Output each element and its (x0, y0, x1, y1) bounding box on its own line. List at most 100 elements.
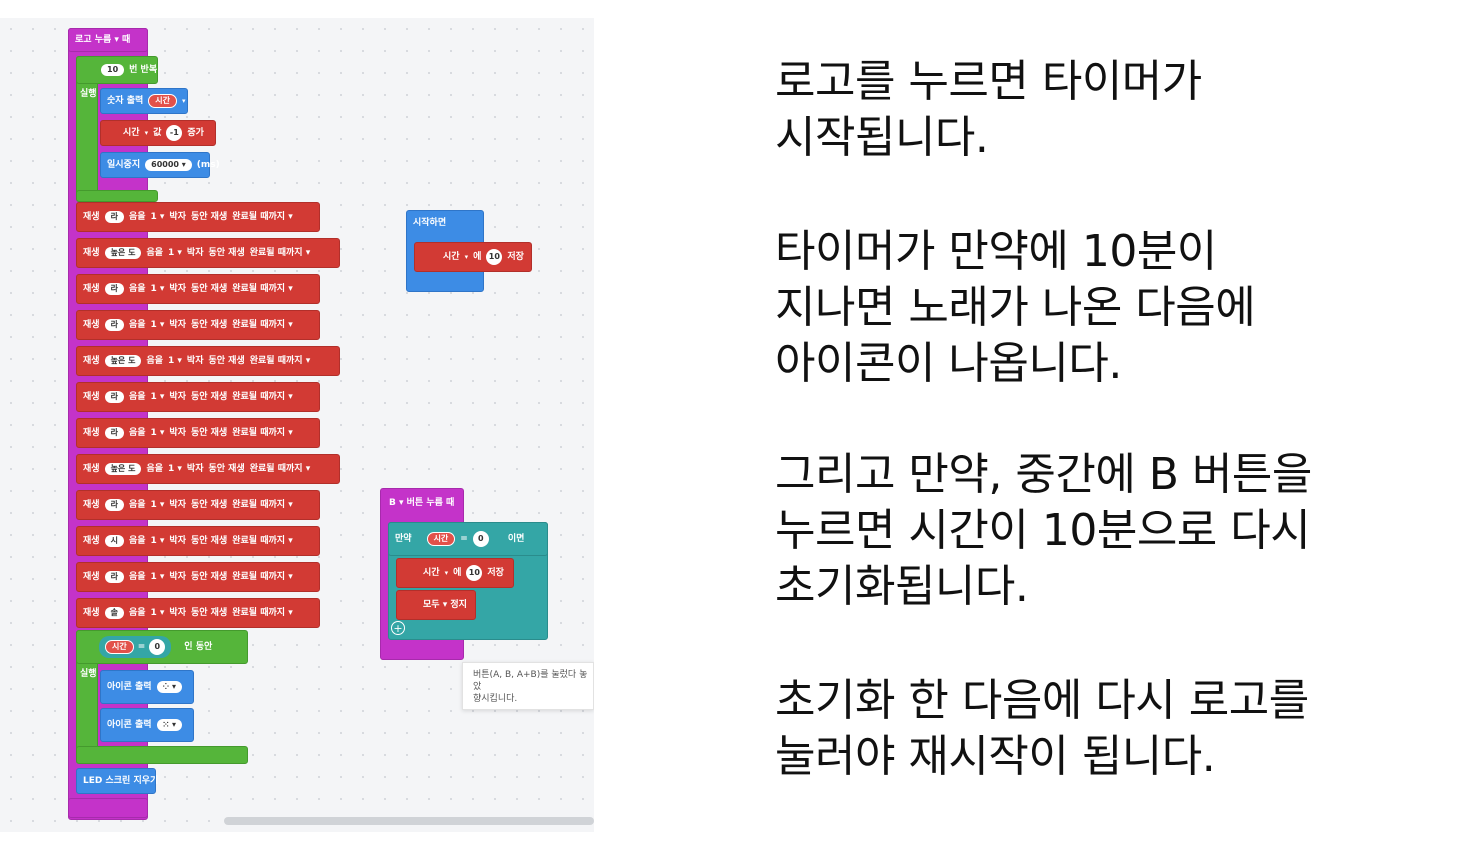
until-done-picker[interactable]: 완료될 때까지 ▾ (249, 247, 311, 258)
tone-label: 음을 (128, 391, 146, 402)
note-picker[interactable]: 솔 (104, 607, 124, 619)
add-else-icon[interactable]: + (391, 621, 405, 635)
while-header[interactable]: 시간 = 0 인 동안 (76, 630, 248, 664)
clear-screen-block[interactable]: LED 스크린 지우기 (76, 768, 158, 794)
beat-label: 박자 (169, 211, 186, 222)
note-picker[interactable]: 라 (104, 391, 124, 403)
change-value[interactable]: -1 (166, 125, 183, 141)
tone-label: 음을 (146, 355, 163, 366)
chevron-down-icon[interactable]: ▾ (444, 568, 449, 577)
note-picker[interactable]: 높은 도 (104, 355, 142, 367)
beat-picker[interactable]: 1 ▾ (150, 499, 165, 510)
pause-block[interactable]: 일시중지 60000 ▾ (ms) (100, 152, 220, 178)
play-label: 재생 (83, 571, 100, 582)
while-value[interactable]: 0 (149, 639, 166, 655)
show-icon-block-2[interactable]: 아이콘 출력 ⁙ ▾ (100, 708, 194, 742)
beat-picker[interactable]: 1 ▾ (150, 535, 165, 546)
chevron-down-icon[interactable]: ▾ (144, 128, 149, 137)
while-variable[interactable]: 시간 (105, 640, 134, 654)
set-value[interactable]: 10 (486, 249, 503, 265)
tone-label: 음을 (128, 571, 146, 582)
if-variable[interactable]: 시간 (426, 532, 456, 546)
set-var-name[interactable]: 시간 (443, 251, 460, 262)
show-number-block[interactable]: 숫자 출력 시간▾ (100, 88, 188, 114)
until-done-picker[interactable]: 완료될 때까지 ▾ (232, 535, 293, 546)
beat-picker[interactable]: 1 ▾ (150, 283, 165, 294)
horizontal-scrollbar[interactable] (224, 817, 594, 825)
until-done-picker[interactable]: 완료될 때까지 ▾ (232, 391, 293, 402)
if-value[interactable]: 0 (472, 531, 489, 547)
repeat-header[interactable]: 10 번 반복 (76, 56, 158, 84)
beat-label: 박자 (186, 355, 204, 366)
note-picker[interactable]: 라 (104, 427, 124, 439)
beat-picker[interactable]: 1 ▾ (150, 319, 165, 330)
beat-picker[interactable]: 1 ▾ (150, 571, 165, 582)
change-value-label: 값 (153, 127, 162, 138)
beat-label: 박자 (169, 607, 186, 618)
beat-picker[interactable]: 1 ▾ (150, 607, 165, 618)
until-done-picker[interactable]: 완료될 때까지 ▾ (232, 211, 293, 222)
if-header[interactable]: 만약 시간 = 0 이면 (388, 522, 548, 556)
change-variable-block[interactable]: 시간▾ 값 -1 증가 (100, 120, 216, 146)
if-set-variable-block[interactable]: 시간▾ 에 10 저장 (396, 558, 514, 588)
beat-label: 박자 (169, 319, 186, 330)
beat-picker[interactable]: 1 ▾ (150, 211, 165, 222)
beat-picker[interactable]: 1 ▾ (150, 391, 165, 402)
icon-picker-1[interactable]: ⁘ ▾ (156, 681, 183, 693)
time-variable[interactable]: 시간 (148, 94, 177, 108)
until-done-picker[interactable]: 완료될 때까지 ▾ (232, 607, 293, 618)
until-done-picker[interactable]: 완료될 때까지 ▾ (232, 427, 293, 438)
while-operator[interactable]: = (137, 641, 146, 652)
until-done-picker[interactable]: 완료될 때까지 ▾ (232, 283, 293, 294)
during-play-label: 동안 재생 (208, 247, 245, 258)
pause-value[interactable]: 60000 ▾ (145, 159, 192, 171)
block-workspace[interactable]: 로고 누름 ▾ 때 10 번 반복 실행 숫자 출력 시간▾ 시간▾ 값 -1 … (0, 18, 594, 832)
beat-picker[interactable]: 1 ▾ (168, 247, 182, 258)
until-done-picker[interactable]: 완료될 때까지 ▾ (232, 571, 293, 582)
stop-all-block[interactable]: 모두 ▾ 정지 (396, 590, 476, 620)
if-set-var-name[interactable]: 시간 (423, 567, 440, 578)
until-done-picker[interactable]: 완료될 때까지 ▾ (232, 499, 293, 510)
show-icon-block-1[interactable]: 아이콘 출력 ⁘ ▾ (100, 670, 194, 704)
play-label: 재생 (83, 247, 100, 258)
set-variable-block[interactable]: 시간▾ 에 10 저장 (414, 242, 532, 272)
change-var-name[interactable]: 시간 (123, 127, 140, 138)
until-done-picker[interactable]: 완료될 때까지 ▾ (232, 319, 293, 330)
logo-pressed-header[interactable]: 로고 누름 ▾ 때 (68, 28, 148, 52)
note-picker[interactable]: 높은 도 (104, 463, 142, 475)
repeat-count[interactable]: 10 (101, 64, 125, 76)
beat-label: 박자 (169, 427, 186, 438)
if-operator[interactable]: = (460, 533, 468, 544)
beat-picker[interactable]: 1 ▾ (168, 355, 182, 366)
note-picker[interactable]: 라 (104, 499, 124, 511)
note-picker[interactable]: 라 (104, 211, 124, 223)
icon-picker-2[interactable]: ⁙ ▾ (156, 719, 183, 731)
during-play-label: 동안 재생 (190, 571, 228, 582)
beat-picker[interactable]: 1 ▾ (150, 427, 165, 438)
beat-picker[interactable]: 1 ▾ (168, 463, 182, 474)
beat-label: 박자 (186, 463, 204, 474)
until-done-picker[interactable]: 완료될 때까지 ▾ (249, 355, 311, 366)
note-picker[interactable]: 라 (104, 283, 124, 295)
if-label: 만약 (395, 533, 412, 544)
if-set-value[interactable]: 10 (466, 565, 483, 581)
chevron-down-icon[interactable]: ▾ (464, 252, 469, 261)
note-picker[interactable]: 라 (104, 319, 124, 331)
note-picker[interactable]: 높은 도 (104, 247, 142, 259)
chevron-down-icon[interactable]: ▾ (182, 96, 186, 105)
note-picker[interactable]: 라 (104, 571, 124, 583)
note-picker[interactable]: 시 (104, 535, 124, 547)
until-done-picker[interactable]: 완료될 때까지 ▾ (249, 463, 311, 474)
